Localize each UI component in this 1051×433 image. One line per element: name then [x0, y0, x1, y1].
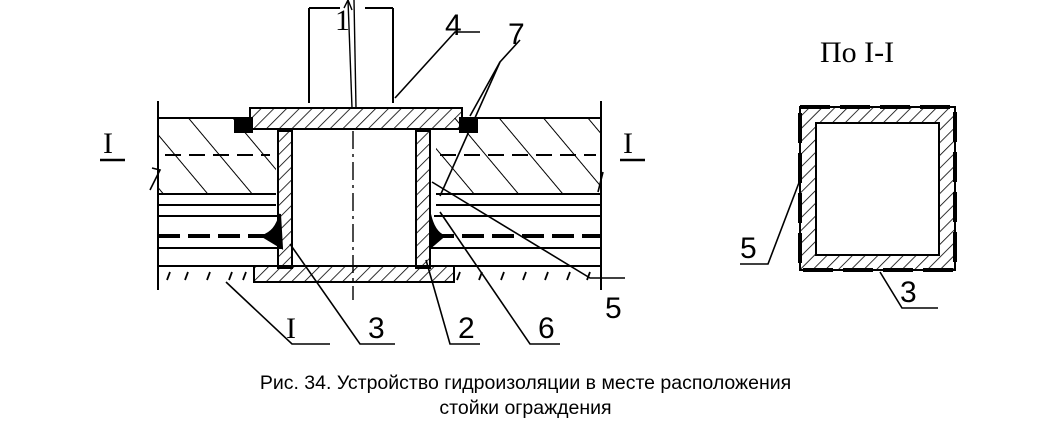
square-label-3: 3	[900, 276, 917, 309]
figure-caption-line2: стойки ограждения	[439, 397, 612, 419]
label-7: 7	[508, 18, 525, 51]
cross-section-view	[100, 0, 645, 345]
post-axis	[347, 0, 353, 109]
top-plate	[249, 107, 463, 130]
bottom-plate	[253, 265, 455, 283]
square-label-5: 5	[740, 232, 757, 265]
label-4: 4	[445, 9, 462, 42]
section-title: По I-I	[820, 36, 894, 69]
label-section-left: I	[103, 127, 113, 160]
section-view	[740, 105, 957, 309]
label-2: 2	[458, 312, 475, 345]
label-5: 5	[605, 292, 622, 325]
square-membrane	[798, 105, 957, 272]
fillet-left	[259, 213, 284, 250]
sleeve-wall-right	[415, 130, 431, 269]
label-1: 1	[335, 4, 350, 37]
square-inner	[815, 122, 940, 256]
label-3: 3	[368, 312, 385, 345]
label-section-right: I	[623, 127, 633, 160]
fillet-right	[429, 213, 446, 251]
label-6: 6	[538, 312, 555, 345]
sealant-left	[234, 117, 253, 133]
label-section-bottom: I	[286, 312, 296, 345]
figure-caption-line1: Рис. 34. Устройство гидроизоляции в мест…	[259, 372, 792, 394]
ground-ticks	[166, 271, 591, 281]
